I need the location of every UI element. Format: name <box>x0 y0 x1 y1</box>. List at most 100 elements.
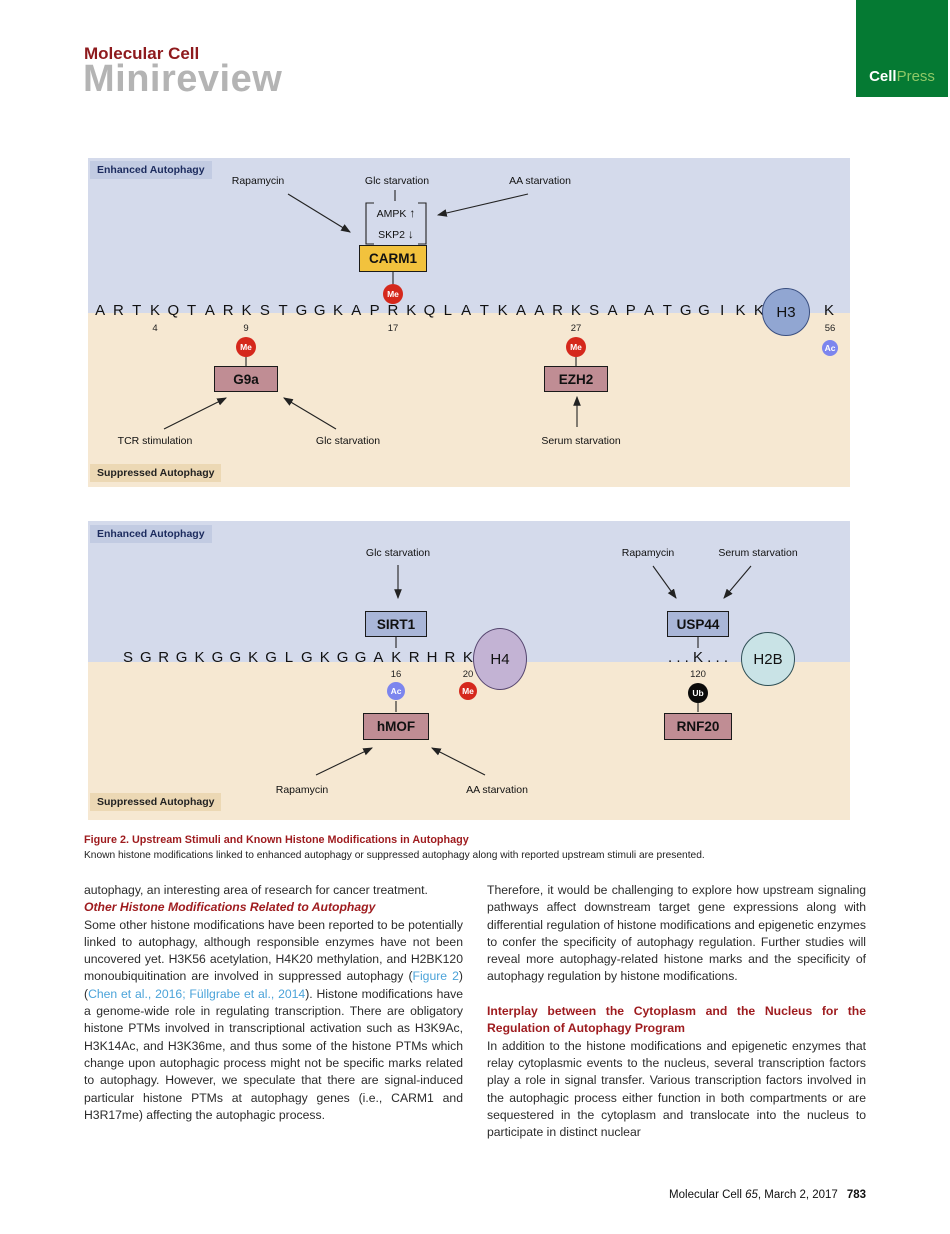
histone-h2b-circle: H2B <box>741 632 795 686</box>
figure-2-link[interactable]: Figure 2 <box>412 969 459 984</box>
sequence-residue: K <box>570 302 581 319</box>
ac-mark-k16: Ac <box>387 682 405 700</box>
sequence-residue: G <box>175 649 188 666</box>
enzyme-sirt1: SIRT1 <box>365 611 427 637</box>
sequence-residue: G <box>336 649 349 666</box>
h3-residue-k56: K <box>823 302 835 319</box>
sequence-residue: A <box>534 302 545 319</box>
me-mark-k9: Me <box>236 337 256 357</box>
sequence-residue: K <box>391 649 402 666</box>
section-heading-other-histone-modifications: Other Histone Modifications Related to A… <box>84 900 376 915</box>
sequence-residue: T <box>278 302 288 319</box>
sequence-residue: K <box>735 302 746 319</box>
ampk-label: AMPK <box>376 208 407 220</box>
sequence-residue: K <box>248 649 259 666</box>
stimulus-rapamycin: Rapamycin <box>231 175 285 187</box>
position-4: 4 <box>152 323 158 334</box>
enhanced-autophagy-label: Enhanced Autophagy <box>90 161 212 179</box>
sequence-residue: K <box>406 302 417 319</box>
sequence-residue: K <box>150 302 161 319</box>
citation-link[interactable]: Chen et al., 2016; Füllgrabe et al., 201… <box>88 986 306 1001</box>
suppressed-autophagy-label-2: Suppressed Autophagy <box>90 793 222 811</box>
body-text: Some other histone modifications have be… <box>84 917 463 984</box>
figure-panel-h3: Enhanced Autophagy Suppressed Autophagy … <box>88 158 850 487</box>
sequence-residue: G <box>301 649 313 666</box>
sequence-residue: S <box>122 649 133 666</box>
journal-title: Molecular Cell <box>84 44 200 63</box>
sequence-residue: T <box>132 302 142 319</box>
position-17: 17 <box>387 323 399 334</box>
position-27: 27 <box>570 323 582 334</box>
sequence-residue: G <box>140 649 152 666</box>
sequence-residue: T <box>187 302 197 319</box>
footer-volume: 65 <box>745 1189 758 1201</box>
sequence-residue: K <box>753 302 764 319</box>
position-56: 56 <box>824 323 836 334</box>
histone-h4-circle: H4 <box>473 628 527 690</box>
sequence-residue: K <box>333 302 344 319</box>
sequence-residue: R <box>444 649 456 666</box>
skp2-label: SKP2 <box>378 229 405 241</box>
me-mark-r17: Me <box>383 284 403 304</box>
position-9: 9 <box>243 323 249 334</box>
logo-press-text: Press <box>896 68 935 85</box>
stimulus-serum-starvation-2: Serum starvation <box>718 547 798 559</box>
pathway-arrows-h4 <box>315 565 752 776</box>
sequence-residue: G <box>679 302 692 319</box>
sequence-residue: R <box>408 649 420 666</box>
sequence-residue: L <box>443 302 452 319</box>
sequence-residue: Q <box>167 302 180 319</box>
sequence-residue: L <box>284 649 294 666</box>
enhanced-autophagy-region-2 <box>88 521 850 662</box>
sequence-residue: A <box>351 302 362 319</box>
enzyme-usp44: USP44 <box>667 611 729 637</box>
right-column: Therefore, it would be challenging to ex… <box>487 882 866 1141</box>
body-text: ) ( <box>84 969 463 1001</box>
figure-caption-body: Known histone modifications linked to en… <box>84 850 705 861</box>
stimulus-glc-starvation-bottom: Glc starvation <box>315 435 381 447</box>
figure-panel-h4-h2b: Enhanced Autophagy Suppressed Autophagy … <box>88 521 850 820</box>
sequence-residue: G <box>313 302 326 319</box>
sequence-residue: A <box>515 302 526 319</box>
h2b-k120-site: . . . K . . . <box>667 649 729 666</box>
enzyme-carm1: CARM1 <box>359 245 427 272</box>
body-text: ). Histone modifications have a genome-w… <box>84 986 464 1122</box>
sequence-residue: A <box>644 302 655 319</box>
stimulus-rapamycin-top: Rapamycin <box>621 547 675 559</box>
stimulus-rapamycin-bottom: Rapamycin <box>275 784 329 796</box>
paragraph: autophagy, an interesting area of resear… <box>84 883 428 897</box>
sequence-residue: K <box>462 649 473 666</box>
stimulus-tcr-stimulation: TCR stimulation <box>117 435 193 447</box>
sequence-residue: A <box>204 302 215 319</box>
enhanced-autophagy-region <box>88 158 850 313</box>
article-type-title: Minireview <box>83 58 283 100</box>
sequence-residue: A <box>607 302 618 319</box>
mediator-skp2: SKP2 ↓ <box>378 227 414 241</box>
mediator-ampk: AMPK ↑ <box>377 206 416 220</box>
up-arrow-icon: ↑ <box>409 206 416 220</box>
footer-date: , March 2, 2017 <box>757 1189 838 1201</box>
enzyme-g9a: G9a <box>214 366 278 392</box>
sequence-residue: K <box>319 649 330 666</box>
sequence-residue: K <box>497 302 508 319</box>
stimulus-glc-starvation: Glc starvation <box>364 175 430 187</box>
sequence-residue: R <box>222 302 234 319</box>
pathway-arrows-h3 <box>163 190 581 430</box>
paragraph: In addition to the histone modifications… <box>487 1038 866 1140</box>
figure-caption-title: Figure 2. Upstream Stimuli and Known His… <box>84 834 469 846</box>
down-arrow-icon: ↓ <box>407 227 414 241</box>
sequence-residue: G <box>265 649 277 666</box>
sequence-residue: K <box>194 649 205 666</box>
ac-mark-k56: Ac <box>822 340 838 356</box>
stimulus-aa-starvation-2: AA starvation <box>466 784 528 796</box>
sequence-residue: G <box>295 302 308 319</box>
stimulus-aa-starvation: AA starvation <box>509 175 571 187</box>
suppressed-autophagy-label: Suppressed Autophagy <box>90 464 222 482</box>
section-heading-interplay: Interplay between the Cytoplasm and the … <box>487 1004 866 1036</box>
stimulus-serum-starvation: Serum starvation <box>541 435 621 447</box>
histone-h3-circle: H3 <box>762 288 810 336</box>
